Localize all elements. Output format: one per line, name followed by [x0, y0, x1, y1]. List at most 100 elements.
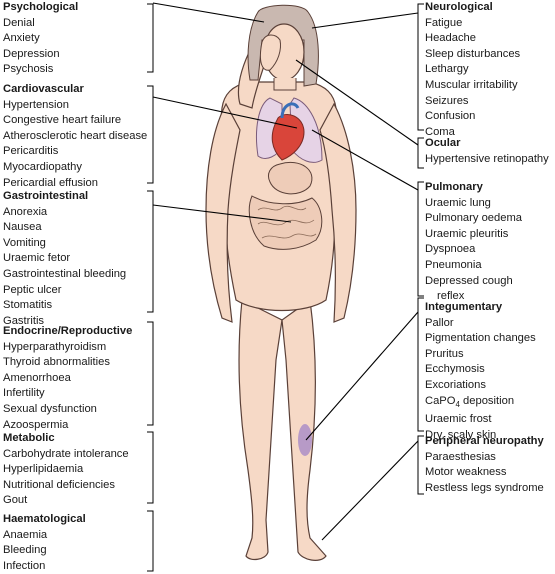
- heart: [271, 114, 305, 161]
- group-neurological: Neurological Fatigue Headache Sleep dist…: [425, 0, 520, 140]
- group-item: Peptic ulcer: [3, 283, 62, 296]
- group-item: Ecchymosis: [425, 363, 485, 376]
- group-psychological: Psychological Denial Anxiety Depression …: [3, 0, 78, 78]
- group-gastrointestinal: Gastrointestinal Anorexia Nausea Vomitin…: [3, 189, 126, 329]
- hair: [247, 4, 319, 87]
- group-item: Anxiety: [3, 32, 40, 45]
- group-item: Pruritus: [425, 347, 464, 360]
- group-title: Psychological: [3, 1, 79, 13]
- group-item: Hypertension: [3, 98, 69, 111]
- neck: [273, 78, 297, 91]
- ecchymosis-mark: [298, 424, 312, 456]
- group-item: Fatigue: [425, 16, 463, 29]
- group-item: Nausea: [3, 221, 42, 234]
- group-item: Pericardial effusion: [3, 176, 98, 189]
- group-item: Gastritis: [3, 314, 45, 327]
- group-item: Nutritional deficiencies: [3, 478, 115, 491]
- group-item: Sexual dysfunction: [3, 402, 97, 415]
- group-item: Amenorrhoea: [3, 371, 71, 384]
- organs: [248, 97, 323, 250]
- group-title: Integumentary: [425, 301, 503, 313]
- group-item: Restless legs syndrome: [425, 481, 544, 494]
- group-item: Myocardiopathy: [3, 160, 82, 173]
- group-item: Gout: [3, 494, 28, 507]
- right-arm: [319, 102, 357, 323]
- group-item: Pneumonia: [425, 258, 482, 271]
- group-item: Denial: [3, 16, 35, 29]
- human-body: [205, 4, 357, 561]
- group-title: Peripheral neuropathy: [425, 435, 544, 447]
- group-item: Pallor: [425, 316, 454, 329]
- group-item: Uraemic frost: [425, 413, 492, 426]
- group-item: Seizures: [425, 94, 469, 107]
- leader-lines: [152, 2, 419, 541]
- group-item: Stomatitis: [3, 299, 53, 312]
- group-title: Ocular: [425, 137, 461, 149]
- group-item: Dyspnoea: [425, 243, 476, 256]
- stomach: [267, 162, 313, 195]
- group-item: Pulmonary oedema: [425, 212, 523, 225]
- group-pulmonary: Pulmonary Uraemic lung Pulmonary oedema …: [425, 180, 522, 305]
- group-item: Gastrointestinal bleeding: [3, 267, 127, 280]
- group-cardiovascular: Cardiovascular Hypertension Congestive h…: [3, 82, 147, 191]
- group-item: Pericarditis: [3, 145, 59, 158]
- capo4-prefix: CaPO: [425, 394, 456, 407]
- group-item: reflex: [437, 290, 465, 303]
- group-item: Uraemic pleuritis: [425, 227, 509, 240]
- group-item: Hyperparathyroidism: [3, 340, 107, 353]
- group-peripheral-neuropathy: Peripheral neuropathy Paraesthesias Moto…: [425, 434, 544, 496]
- group-item: Depression: [3, 47, 60, 60]
- group-item: Azoospermia: [3, 418, 69, 431]
- left-arm: [205, 102, 241, 323]
- group-item: Pigmentation changes: [425, 332, 536, 345]
- group-item: Sleep disturbances: [425, 47, 521, 60]
- group-item: Lethargy: [425, 63, 469, 76]
- group-integumentary: Integumentary Pallor Pigmentation change…: [425, 300, 536, 444]
- group-item: Anorexia: [3, 205, 48, 218]
- group-item: Depressed cough: [425, 274, 513, 287]
- group-item: Uraemic lung: [425, 196, 491, 209]
- group-item: Confusion: [425, 110, 476, 123]
- left-brackets: [147, 3, 154, 572]
- group-item: Muscular irritability: [425, 78, 518, 91]
- group-item: Motor weakness: [425, 466, 507, 479]
- group-haematological: Haematological Anaemia Bleeding Infectio…: [3, 512, 86, 574]
- aorta: [280, 102, 300, 119]
- group-endocrine: Endocrine/Reproductive Hyperparathyroidi…: [3, 324, 132, 433]
- group-item: Excoriations: [425, 378, 486, 391]
- group-item: Thyroid abnormalities: [3, 356, 110, 369]
- group-item: Uraemic fetor: [3, 252, 71, 265]
- left-leg: [238, 299, 283, 561]
- group-item: Congestive heart failure: [3, 114, 122, 127]
- group-ocular: Ocular Hypertensive retinopathy: [425, 136, 549, 167]
- group-item: Paraesthesias: [425, 450, 496, 463]
- capo4-suffix: deposition: [459, 394, 515, 407]
- group-title: Metabolic: [3, 432, 55, 444]
- group-item: Anaemia: [3, 528, 48, 541]
- group-title: Pulmonary: [425, 181, 483, 193]
- group-item: Headache: [425, 32, 477, 45]
- group-item: Bleeding: [3, 544, 47, 557]
- group-item: Carbohydrate intolerance: [3, 447, 129, 460]
- group-item: Coma: [425, 125, 455, 138]
- group-title: Endocrine/Reproductive: [3, 325, 133, 337]
- group-item: Hypertensive retinopathy: [425, 152, 549, 165]
- group-item: Infection: [3, 559, 46, 572]
- intestine-folds: [257, 205, 317, 239]
- group-item: Dry, scaly skin: [425, 428, 497, 441]
- group-item: Psychosis: [3, 63, 54, 76]
- group-item: Hyperlipidaemia: [3, 463, 84, 476]
- group-item: Vomiting: [3, 236, 46, 249]
- group-metabolic: Metabolic Carbohydrate intolerance Hyper…: [3, 431, 129, 509]
- group-item: Infertility: [3, 387, 45, 400]
- group-title: Haematological: [3, 513, 86, 525]
- hand: [259, 34, 281, 71]
- capo4-item: CaPO4 deposition: [425, 394, 536, 413]
- right-brackets: [417, 3, 424, 495]
- group-title: Cardiovascular: [3, 83, 84, 95]
- capo4-subscript: 4: [455, 399, 460, 409]
- group-title: Neurological: [425, 1, 493, 13]
- group-item: Atherosclerotic heart disease: [3, 129, 148, 142]
- group-title: Gastrointestinal: [3, 190, 89, 202]
